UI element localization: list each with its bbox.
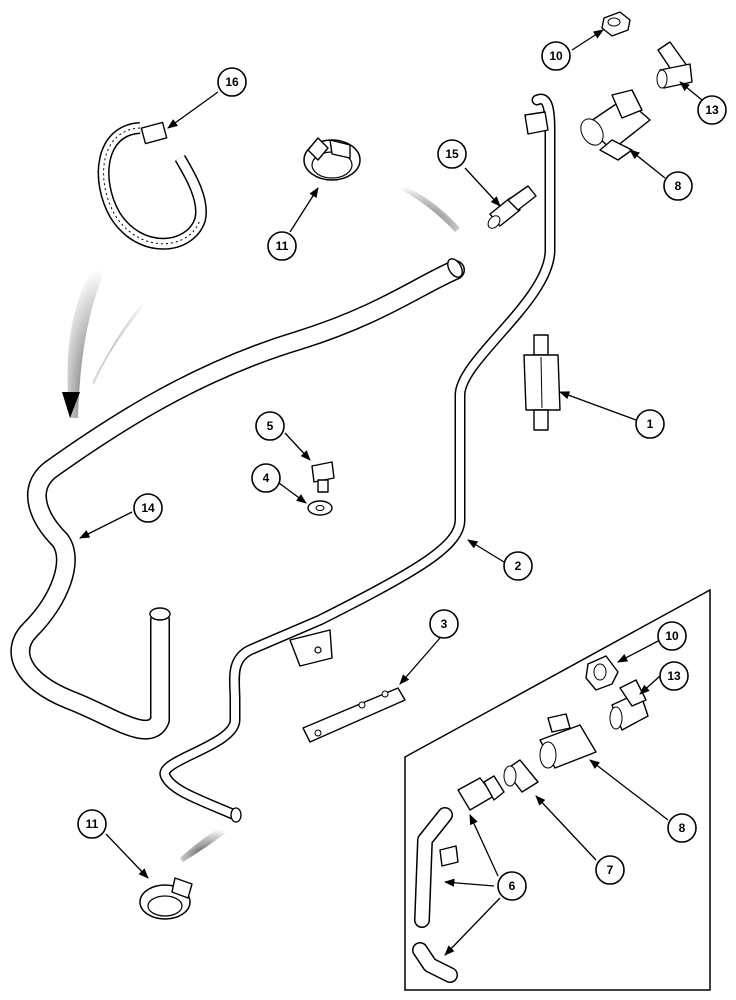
callout-14: 14 bbox=[133, 493, 163, 523]
inset-nut-part-10 bbox=[585, 655, 619, 691]
callout-2: 2 bbox=[503, 551, 533, 581]
callout-label: 8 bbox=[679, 821, 686, 835]
clamp-part-11-top bbox=[303, 137, 361, 181]
callout-10-top: 10 bbox=[541, 41, 571, 71]
tie-strap-part-16 bbox=[97, 121, 207, 250]
callout-label: 14 bbox=[141, 501, 155, 515]
washer-part-4 bbox=[307, 500, 333, 516]
callout-11-bottom: 11 bbox=[77, 809, 107, 839]
valve-part-8-top bbox=[580, 89, 651, 161]
callout-label: 10 bbox=[549, 49, 563, 63]
callout-16: 16 bbox=[217, 67, 247, 97]
callout-label: 1 bbox=[647, 417, 654, 431]
callout-label: 11 bbox=[86, 817, 99, 831]
callout-label: 7 bbox=[607, 863, 614, 877]
inset-fitting-part-7 bbox=[503, 759, 539, 793]
callout-label: 6 bbox=[509, 879, 516, 893]
callout-13-inset: 13 bbox=[659, 661, 689, 691]
callout-5: 5 bbox=[255, 411, 285, 441]
callout-label: 13 bbox=[705, 103, 719, 117]
callout-label: 16 bbox=[225, 75, 239, 89]
callout-1: 1 bbox=[635, 409, 665, 439]
coupling-part-1 bbox=[523, 334, 561, 431]
callout-15: 15 bbox=[437, 139, 467, 169]
callout-3: 3 bbox=[429, 609, 459, 639]
bracket-part-3 bbox=[302, 687, 406, 743]
callout-13-top: 13 bbox=[697, 95, 727, 125]
callout-8-top: 8 bbox=[663, 171, 693, 201]
callout-8-inset: 8 bbox=[667, 813, 697, 843]
nut-part-10-top bbox=[601, 11, 631, 37]
callout-11-top: 11 bbox=[267, 231, 297, 261]
motion-spray-marks bbox=[62, 175, 460, 862]
callout-label: 8 bbox=[675, 179, 682, 193]
callout-label: 11 bbox=[276, 239, 289, 253]
inset-elbow-part-13 bbox=[609, 679, 649, 731]
callout-label: 2 bbox=[515, 559, 522, 573]
inset-tube-part-6 bbox=[412, 775, 505, 983]
inset-valve-part-8 bbox=[539, 713, 597, 769]
callout-10-inset: 10 bbox=[657, 621, 687, 651]
callout-label: 4 bbox=[263, 471, 270, 485]
callout-label: 15 bbox=[445, 147, 459, 161]
callout-label: 10 bbox=[665, 629, 679, 643]
callout-4: 4 bbox=[251, 463, 281, 493]
callout-label: 13 bbox=[667, 669, 681, 683]
callout-label: 3 bbox=[441, 617, 448, 631]
callout-label: 5 bbox=[267, 419, 274, 433]
clamp-part-11-bottom bbox=[139, 877, 193, 920]
inset-frame bbox=[404, 588, 711, 991]
callout-6: 6 bbox=[497, 871, 527, 901]
hose-part-14 bbox=[10, 258, 465, 740]
callout-7: 7 bbox=[595, 855, 625, 885]
nipple-part-15 bbox=[487, 185, 537, 229]
leader-lines bbox=[79, 29, 703, 956]
bolt-part-5 bbox=[311, 461, 335, 493]
tube-part-2 bbox=[159, 93, 556, 823]
elbow-part-13-top bbox=[656, 41, 693, 89]
